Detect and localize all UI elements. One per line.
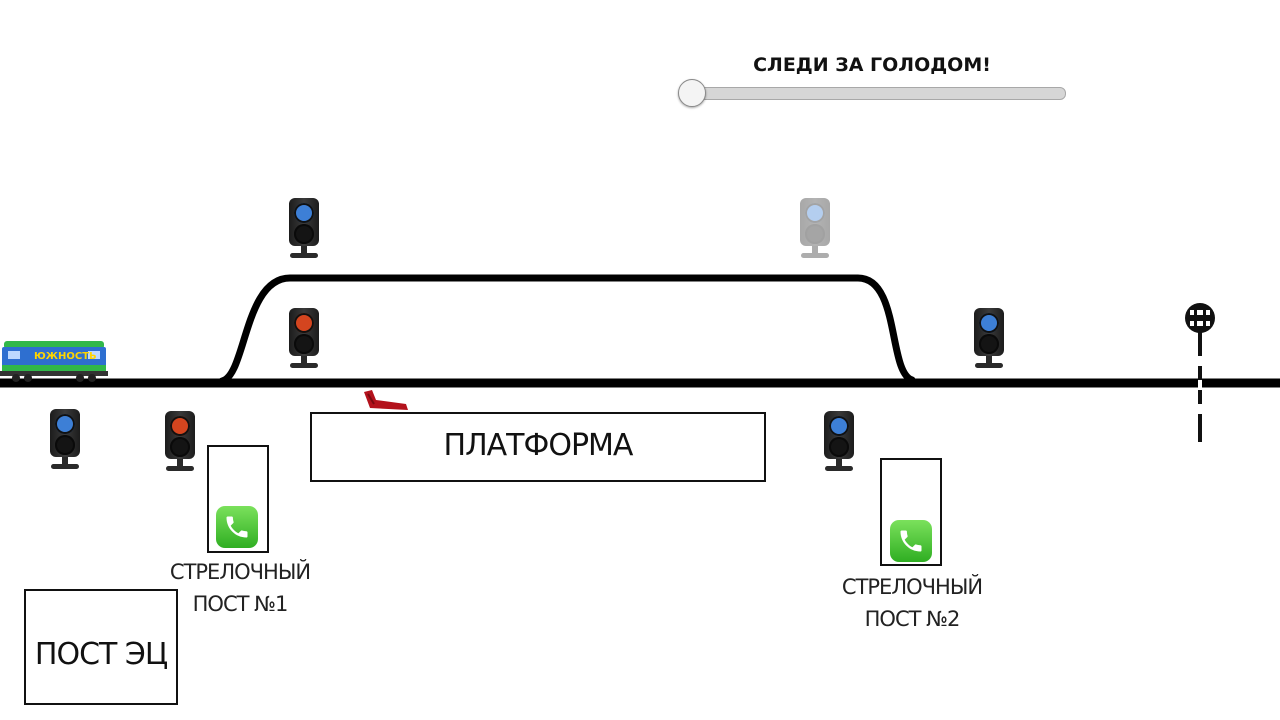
post-ec-building[interactable]: ПОСТ ЭЦ: [24, 589, 178, 705]
signal-main-right[interactable]: [972, 308, 1006, 370]
switch-post-2-label: СТРЕЛОЧНЫЙ ПОСТ №2: [832, 571, 992, 635]
signal-entry-left[interactable]: [163, 411, 197, 473]
locomotive[interactable]: ЮЖНОСТЬ: [0, 337, 110, 385]
locomotive-icon: [0, 341, 108, 382]
post-ec-label: ПОСТ ЭЦ: [34, 637, 168, 672]
platform: ПЛАТФОРМА: [310, 412, 766, 482]
station-limit-sign-icon: [1185, 303, 1215, 442]
switch-post-1-label-line2: ПОСТ №1: [192, 592, 289, 616]
signal-lamp: [294, 313, 314, 333]
signal-lamp: [805, 203, 825, 223]
switch-post-2-label-line2: ПОСТ №2: [864, 607, 961, 631]
phone-icon: [900, 530, 922, 552]
detonator-icon: [364, 390, 408, 410]
platform-label: ПЛАТФОРМА: [443, 428, 634, 463]
switch-post-2-phone[interactable]: [890, 520, 932, 562]
signal-siding-left[interactable]: [287, 308, 321, 370]
signal-far-left[interactable]: [48, 409, 82, 471]
signal-lamp: [170, 416, 190, 436]
signal-upper-left[interactable]: [287, 198, 321, 260]
hunger-meter-title: СЛЕДИ ЗА ГОЛОДОМ!: [753, 54, 991, 76]
switch-post-2-label-line1: СТРЕЛОЧНЫЙ: [841, 575, 983, 599]
hunger-meter-thumb[interactable]: [678, 79, 706, 107]
switch-post-1-phone[interactable]: [216, 506, 258, 548]
signal-lamp: [979, 313, 999, 333]
siding-track: [218, 274, 916, 385]
signal-lamp: [55, 414, 75, 434]
phone-icon: [226, 516, 248, 538]
switch-post-1-label-line1: СТРЕЛОЧНЫЙ: [169, 560, 311, 584]
signal-lamp: [829, 416, 849, 436]
locomotive-label: ЮЖНОСТЬ: [34, 351, 97, 362]
signal-lamp: [294, 203, 314, 223]
signal-upper-right[interactable]: [798, 198, 832, 260]
signal-exit-right[interactable]: [822, 411, 856, 473]
track-detonator[interactable]: [360, 388, 410, 412]
switch-post-1-label: СТРЕЛОЧНЫЙ ПОСТ №1: [160, 556, 320, 620]
